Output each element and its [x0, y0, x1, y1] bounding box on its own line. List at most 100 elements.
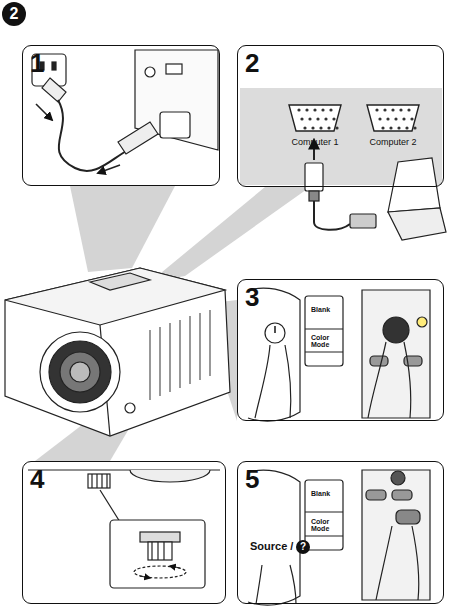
port-pin: [399, 108, 402, 111]
view-wedge-part: [150, 187, 310, 282]
projector-body-part: [5, 268, 225, 325]
power-socket-part: [98, 165, 120, 173]
panel-background-part: [237, 461, 444, 604]
remote-control-part: [370, 356, 388, 366]
adjuster-foot-part: [130, 470, 210, 482]
remote-control-part: [362, 470, 430, 600]
vga-cable-part: [314, 201, 350, 230]
title-number: 2: [2, 3, 26, 25]
remote-control-part: [366, 490, 386, 500]
control-panel-part: [265, 323, 285, 343]
remote-control-part: [391, 471, 405, 485]
control-panel-part: [255, 345, 291, 418]
remote-control-part: [368, 342, 411, 418]
power-outlet-part: [52, 62, 56, 70]
port-pin: [297, 108, 300, 111]
port-pin: [413, 126, 416, 129]
port-pin: [407, 108, 410, 111]
port-pin: [324, 117, 327, 120]
port-label: Computer 1: [280, 137, 350, 148]
adjuster-foot-part: [140, 576, 150, 578]
remote-control-part: [396, 510, 420, 524]
port-pin: [332, 117, 335, 120]
port-pin: [321, 108, 324, 111]
button-label: Blank: [311, 306, 345, 313]
port-pin: [308, 117, 311, 120]
port-outline: [285, 103, 345, 133]
vga-cable-part: [309, 191, 319, 201]
port-shell: [367, 105, 419, 131]
port-pin: [329, 108, 332, 111]
power-outlet-part: [36, 104, 52, 120]
port-pin: [405, 126, 408, 129]
step-panel: 3: [237, 279, 444, 421]
port-pin: [303, 126, 306, 129]
projector-body-part: [5, 268, 230, 436]
power-outlet: [32, 54, 128, 171]
power-socket-part: [145, 67, 155, 77]
power-outlet-part: [58, 100, 128, 171]
control-panel-part: [305, 351, 343, 352]
port-pin: [402, 117, 405, 120]
adjuster-foot-part: [140, 532, 180, 542]
port-pin: [305, 108, 308, 111]
port-pin: [397, 126, 400, 129]
vga-port: Computer 1: [280, 103, 350, 153]
adjuster-foot-part: [170, 566, 180, 568]
adjuster-foot-part: [100, 490, 120, 522]
source-button-panel-part: [305, 511, 343, 512]
projector-body-part: [40, 332, 120, 412]
step-number: 5: [245, 464, 259, 494]
power-socket-part: [118, 122, 158, 154]
adjuster-foot-part: [88, 474, 110, 488]
control-panel-part: [305, 328, 343, 329]
remote-control: [362, 290, 430, 418]
port-pin: [386, 117, 389, 120]
remote-control-part: [417, 317, 427, 327]
panel-background-part: [22, 461, 226, 604]
projector-body: [5, 268, 230, 436]
title-badge: [2, 2, 26, 26]
projector-body-part: [49, 341, 111, 403]
vga-port: Computer 2: [358, 103, 428, 153]
adjuster-foot-part: [152, 542, 164, 560]
projector-body-part: [150, 310, 210, 400]
port-pin: [311, 126, 314, 129]
button-label: Color Mode: [311, 334, 339, 349]
power-socket-part: [166, 64, 182, 74]
remote-control-part: [383, 317, 409, 343]
port-pin: [389, 126, 392, 129]
port-pin: [410, 117, 413, 120]
power-socket-part: [160, 112, 190, 138]
projector-body-part: [70, 362, 90, 382]
projector-body-part: [60, 352, 100, 392]
step-panel: 5: [237, 461, 444, 604]
button-label: Color Mode: [311, 518, 339, 533]
title-badge-part: [2, 2, 26, 26]
view-wedge-part: [70, 186, 175, 272]
button-label: Blank: [311, 490, 345, 497]
step-panel: 4: [22, 461, 226, 604]
projector-body-part: [125, 403, 135, 413]
port-label: Computer 2: [358, 137, 428, 148]
help-icon: ?: [296, 540, 310, 554]
port-pin: [378, 117, 381, 120]
port-pin: [394, 117, 397, 120]
source-button-panel-part: [305, 535, 343, 536]
adjuster-foot-part: [92, 474, 107, 488]
button-label: Source /: [250, 541, 298, 553]
port-outline: [363, 103, 423, 133]
port-pin: [375, 108, 378, 111]
vga-cable-part: [350, 214, 376, 228]
port-pin: [381, 126, 384, 129]
remote-control: [362, 470, 430, 600]
step-panel: 1: [22, 45, 220, 186]
remote-control-part: [376, 526, 419, 600]
power-socket: [98, 50, 218, 173]
step-number: 4: [30, 464, 44, 494]
port-pin: [316, 117, 319, 120]
port-pin: [383, 108, 386, 111]
control-panel-part: [274, 326, 276, 333]
